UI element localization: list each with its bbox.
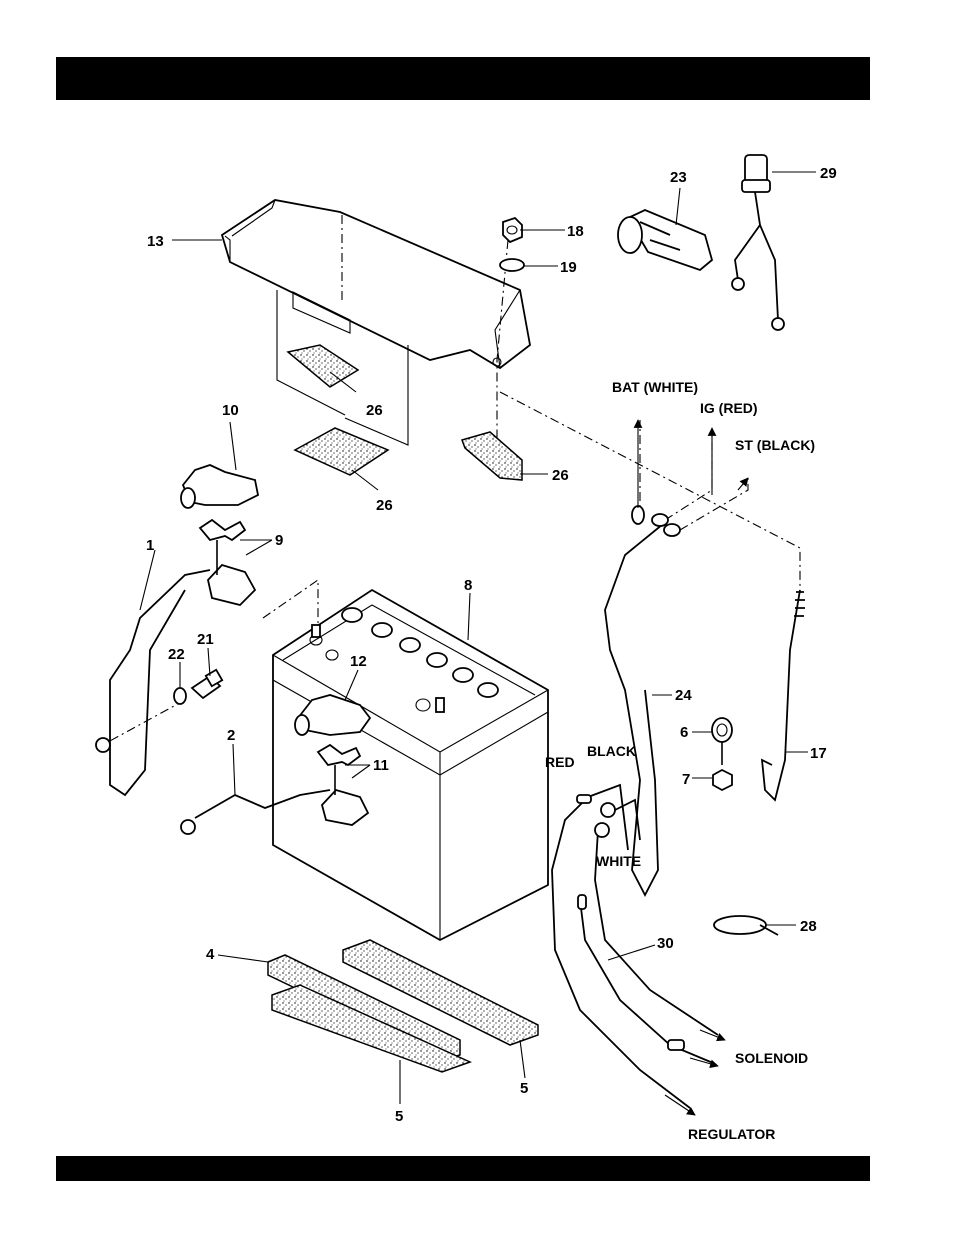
pad-26-right bbox=[462, 432, 522, 480]
wire-labels: BAT (WHITE) IG (RED) ST (BLACK) RED BLAC… bbox=[545, 379, 815, 1142]
label-regulator: REGULATOR bbox=[688, 1126, 775, 1142]
battery-8 bbox=[273, 590, 548, 940]
label-red: RED bbox=[545, 754, 575, 770]
callout-18: 18 bbox=[567, 223, 584, 240]
callout-8: 8 bbox=[464, 577, 472, 594]
label-st-black: ST (BLACK) bbox=[735, 437, 815, 453]
cable-1 bbox=[110, 570, 210, 795]
label-ig-red: IG (RED) bbox=[700, 400, 758, 416]
terminal-cover-10 bbox=[181, 465, 258, 508]
terminal-clamp-9 bbox=[200, 520, 255, 605]
arrow-st bbox=[738, 478, 748, 490]
harness-24 bbox=[605, 506, 680, 895]
nut-18 bbox=[503, 218, 522, 242]
harness-29 bbox=[732, 155, 784, 330]
guide-line bbox=[263, 580, 318, 625]
callout-9: 9 bbox=[275, 532, 283, 549]
callout-1: 1 bbox=[146, 537, 154, 554]
callout-23: 23 bbox=[670, 169, 687, 186]
pad-26-lower bbox=[295, 428, 388, 475]
callout-10: 10 bbox=[222, 402, 239, 419]
callout-21: 21 bbox=[197, 631, 214, 648]
callout-11: 11 bbox=[373, 757, 389, 774]
callout-26-c: 26 bbox=[552, 467, 569, 484]
label-white: WHITE bbox=[596, 853, 641, 869]
callout-30: 30 bbox=[657, 935, 674, 952]
label-solenoid: SOLENOID bbox=[735, 1050, 808, 1066]
eye-bolt-6 bbox=[712, 718, 732, 765]
callout-5-a: 5 bbox=[395, 1108, 403, 1125]
label-bat-white: BAT (WHITE) bbox=[612, 379, 698, 395]
arrow-regulator bbox=[665, 1095, 695, 1115]
battery-cover bbox=[222, 200, 530, 368]
guide-line bbox=[665, 430, 712, 520]
nut-7 bbox=[713, 770, 732, 790]
washer-19 bbox=[500, 259, 524, 271]
callout-19: 19 bbox=[560, 259, 577, 276]
pad-26-upper bbox=[288, 345, 358, 387]
rod-17 bbox=[762, 590, 800, 800]
cable-2-eyelet bbox=[181, 820, 195, 834]
callout-6: 6 bbox=[680, 724, 688, 741]
callout-2: 2 bbox=[227, 727, 235, 744]
bracket-line bbox=[345, 345, 408, 445]
callout-13: 13 bbox=[147, 233, 164, 250]
guide-line bbox=[500, 392, 800, 590]
washer-22 bbox=[174, 688, 186, 704]
callout-29: 29 bbox=[820, 165, 837, 182]
callout-4: 4 bbox=[206, 946, 215, 963]
callout-26-b: 26 bbox=[376, 497, 393, 514]
bolt-21 bbox=[192, 670, 222, 698]
callout-22: 22 bbox=[168, 646, 185, 663]
callout-5-b: 5 bbox=[520, 1080, 528, 1097]
cable-1-eyelet bbox=[96, 738, 110, 752]
label-black: BLACK bbox=[587, 743, 636, 759]
guide-line bbox=[680, 478, 748, 530]
callout-12: 12 bbox=[350, 653, 367, 670]
key-switch-23 bbox=[618, 210, 712, 270]
callout-26-a: 26 bbox=[366, 402, 383, 419]
callout-24: 24 bbox=[675, 687, 692, 704]
callout-7: 7 bbox=[682, 771, 690, 788]
callout-17: 17 bbox=[810, 745, 827, 762]
callout-28: 28 bbox=[800, 918, 817, 935]
